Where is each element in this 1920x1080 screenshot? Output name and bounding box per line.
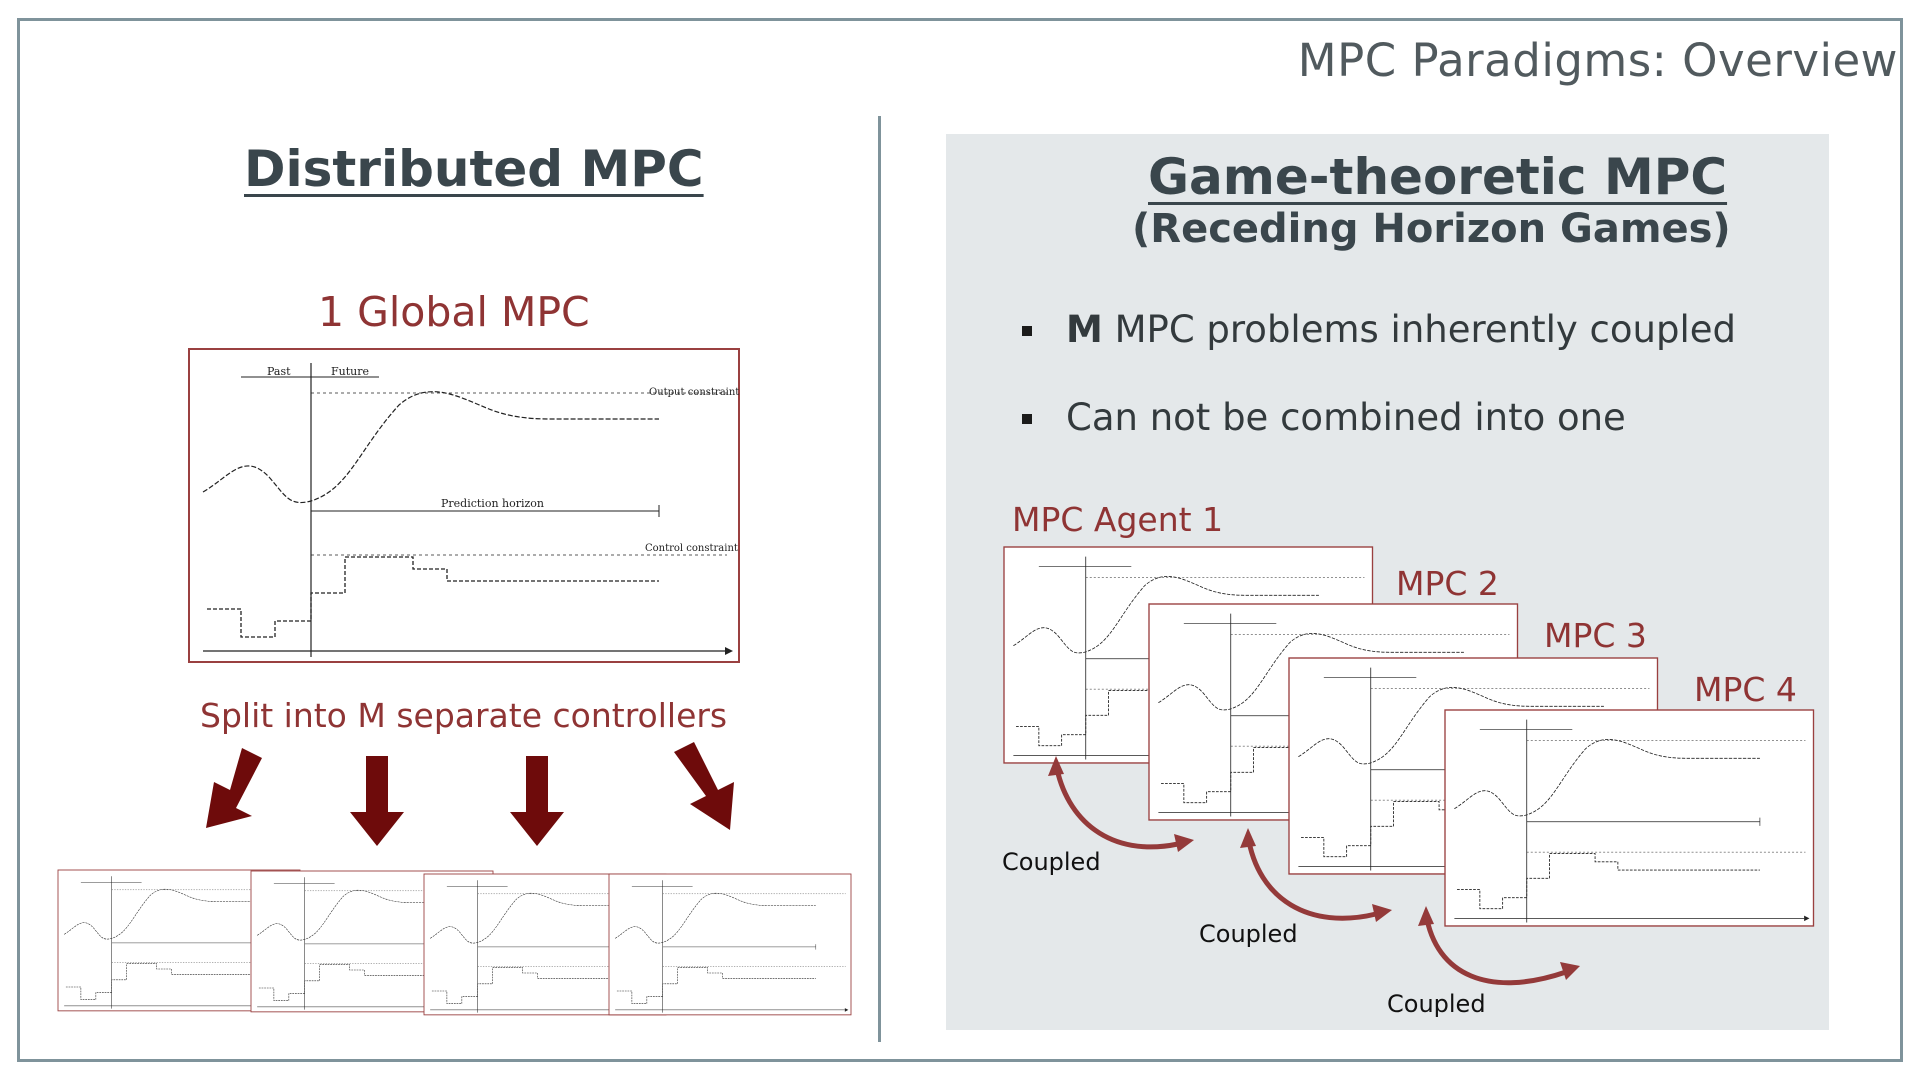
split-label: Split into M separate controllers <box>200 696 728 735</box>
coupling-arrowheads <box>1048 756 1580 980</box>
arrowhead-up-icon <box>1418 906 1434 926</box>
split-controller-plot-4 <box>608 873 852 1016</box>
plot-label-past: Past <box>267 365 291 378</box>
split-arrows <box>206 742 734 846</box>
coupling-arrow-2 <box>1245 833 1379 921</box>
agent-label-3: MPC 3 <box>1544 616 1647 655</box>
agent-label-1: MPC Agent 1 <box>1012 500 1224 539</box>
bullet-list: M MPC problems inherently coupled Can no… <box>1018 302 1736 478</box>
bullet-text: MPC problems inherently coupled <box>1102 308 1737 351</box>
bullet-item: Can not be combined into one <box>1018 390 1736 478</box>
arrow-down-icon <box>510 756 564 846</box>
slide-frame <box>17 18 1903 1062</box>
receding-horizon-subheading: (Receding Horizon Games) <box>1132 206 1731 252</box>
arrowhead-right-icon <box>1560 962 1580 980</box>
global-mpc-plot: Past Future Output constraint Prediction… <box>188 348 740 663</box>
vertical-divider <box>878 116 881 1042</box>
arrow-down-right-icon <box>674 742 734 830</box>
arrowhead-up-icon <box>1048 756 1064 776</box>
arrowhead-right-icon <box>1174 834 1194 852</box>
game-theoretic-heading: Game-theoretic MPC <box>1148 148 1728 206</box>
agent-label-2: MPC 2 <box>1396 564 1499 603</box>
coupling-arrows <box>1053 761 1569 986</box>
global-mpc-label: 1 Global MPC <box>318 288 590 336</box>
plot-label-prediction-horizon: Prediction horizon <box>441 497 544 510</box>
slide-title: MPC Paradigms: Overview <box>1297 34 1898 87</box>
arrowhead-up-icon <box>1240 828 1256 848</box>
bullet-bold: M <box>1066 308 1103 351</box>
bullet-text: Can not be combined into one <box>1066 396 1626 439</box>
plot-label-control-constraint: Control constraint <box>645 543 738 554</box>
bullet-item: M MPC problems inherently coupled <box>1018 302 1736 390</box>
distributed-mpc-heading: Distributed MPC <box>244 140 704 198</box>
plot-label-output-constraint: Output constraint <box>649 387 739 398</box>
coupled-label-3: Coupled <box>1387 990 1486 1018</box>
coupled-label-1: Coupled <box>1002 848 1101 876</box>
bullet-square-icon <box>1022 414 1032 424</box>
coupled-label-2: Coupled <box>1199 920 1298 948</box>
bullet-square-icon <box>1022 326 1032 336</box>
agent-plot-4 <box>1444 709 1815 927</box>
arrow-down-icon <box>350 756 404 846</box>
coupling-arrow-3 <box>1423 911 1569 986</box>
plot-label-future: Future <box>331 365 369 378</box>
arrow-down-left-icon <box>206 748 262 828</box>
coupling-arrow-1 <box>1053 761 1181 850</box>
arrowhead-right-icon <box>1372 904 1392 922</box>
agent-label-4: MPC 4 <box>1694 670 1797 709</box>
